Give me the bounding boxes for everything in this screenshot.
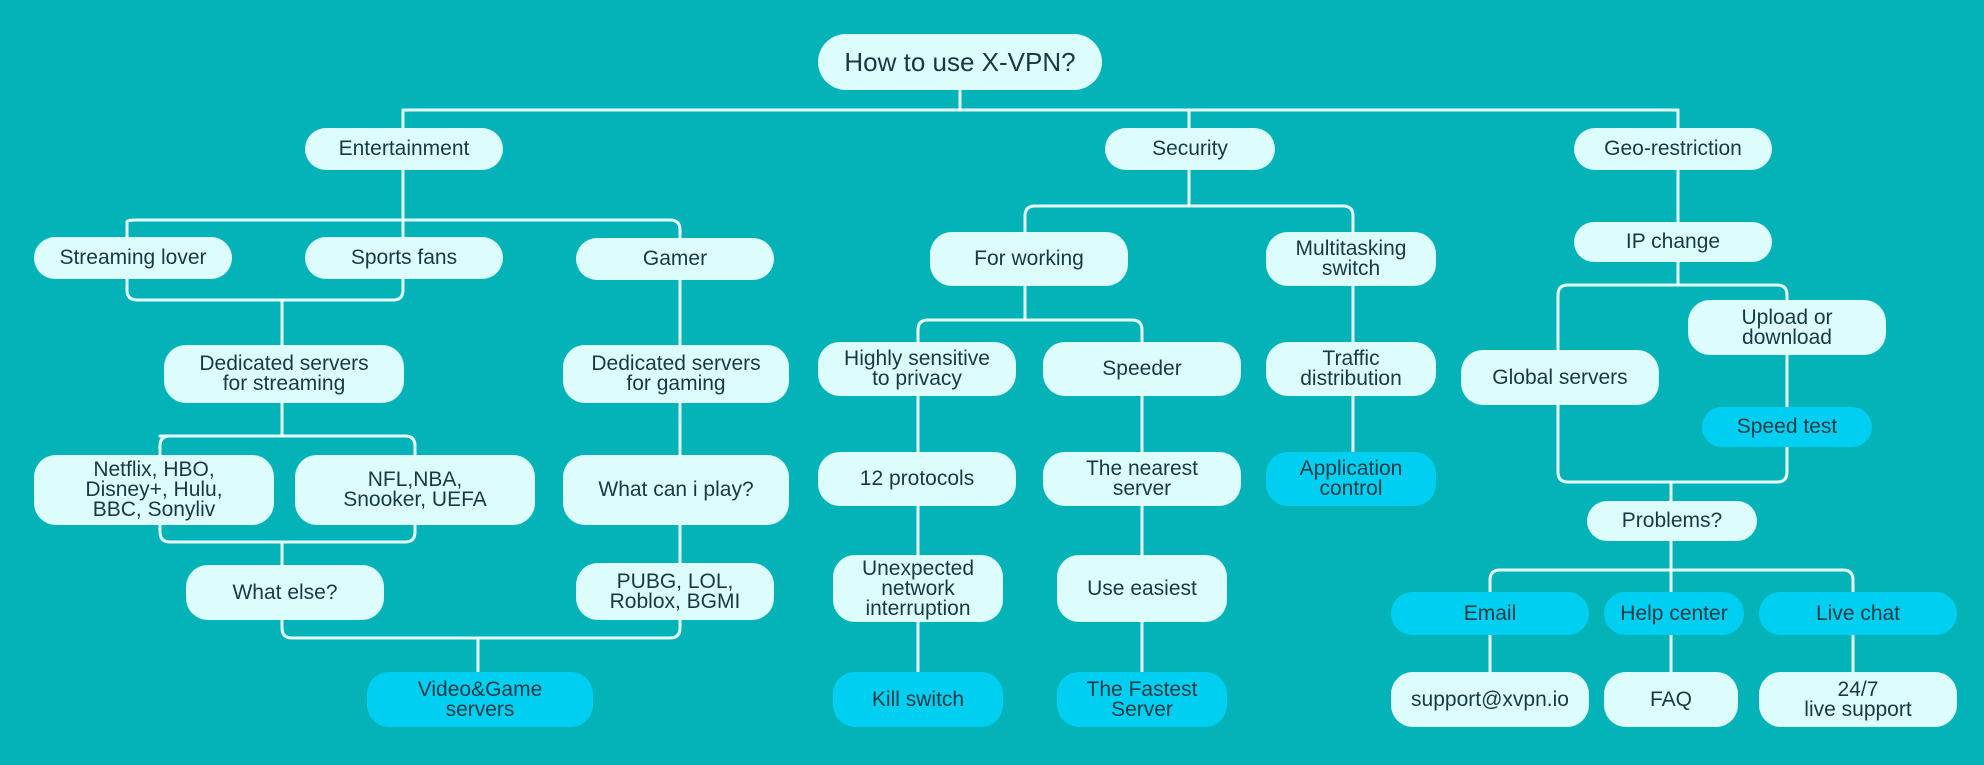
node-support-email: support@xvpn.io — [1391, 672, 1589, 727]
node-upload-download: Upload or download — [1688, 300, 1886, 355]
node-12-protocols: 12 protocols — [818, 452, 1016, 506]
node-entertainment: Entertainment — [305, 128, 503, 170]
connector-gaming — [280, 278, 682, 674]
node-highly-sensitive: Highly sensitive to privacy — [818, 342, 1016, 396]
node-unexpected-interruption: Unexpected network interruption — [833, 555, 1003, 622]
node-use-easiest: Use easiest — [1057, 555, 1227, 622]
node-streaming-lover: Streaming lover — [34, 237, 232, 279]
node-multitasking-switch: Multitasking switch — [1266, 232, 1436, 286]
node-sports-fans: Sports fans — [305, 237, 503, 279]
node-application-control: Application control — [1266, 452, 1436, 506]
node-live-support: 24/7 live support — [1759, 672, 1957, 727]
node-faq: FAQ — [1604, 672, 1738, 727]
node-email: Email — [1391, 592, 1589, 635]
connector-streaming — [158, 401, 417, 567]
node-geo-restriction: Geo-restriction — [1574, 128, 1772, 170]
connector-entertainment — [125, 168, 682, 347]
node-what-can-i-play: What can i play? — [563, 455, 789, 525]
root-title: How to use X-VPN? — [818, 34, 1102, 90]
connector-root — [401, 88, 1680, 130]
connector-geo — [1556, 168, 1789, 503]
node-gamer: Gamer — [576, 238, 774, 280]
connector-problems — [1488, 539, 1855, 674]
node-speeder: Speeder — [1043, 342, 1241, 396]
connector-working — [916, 284, 1144, 344]
node-global-servers: Global servers — [1461, 350, 1659, 405]
node-dedicated-gaming: Dedicated servers for gaming — [563, 345, 789, 403]
node-dedicated-streaming: Dedicated servers for streaming — [164, 345, 404, 403]
node-games-list: PUBG, LOL, Roblox, BGMI — [576, 563, 774, 620]
node-fastest-server: The Fastest Server — [1057, 672, 1227, 727]
node-kill-switch: Kill switch — [833, 672, 1003, 727]
connector-security — [1023, 168, 1355, 234]
node-security: Security — [1105, 128, 1275, 170]
node-what-else: What else? — [186, 565, 384, 620]
node-sports-services: NFL,NBA, Snooker, UEFA — [295, 455, 535, 525]
node-ip-change: IP change — [1574, 222, 1772, 262]
node-problems: Problems? — [1587, 501, 1757, 541]
node-help-center: Help center — [1604, 592, 1744, 635]
node-streaming-services: Netflix, HBO, Disney+, Hulu, BBC, Sonyli… — [34, 455, 274, 525]
node-nearest-server: The nearest server — [1043, 452, 1241, 506]
node-traffic-distribution: Traffic distribution — [1266, 342, 1436, 396]
node-for-working: For working — [930, 232, 1128, 286]
node-video-game-servers: Video&Game servers — [367, 672, 593, 727]
node-speed-test: Speed test — [1702, 407, 1872, 447]
node-live-chat: Live chat — [1759, 592, 1957, 635]
